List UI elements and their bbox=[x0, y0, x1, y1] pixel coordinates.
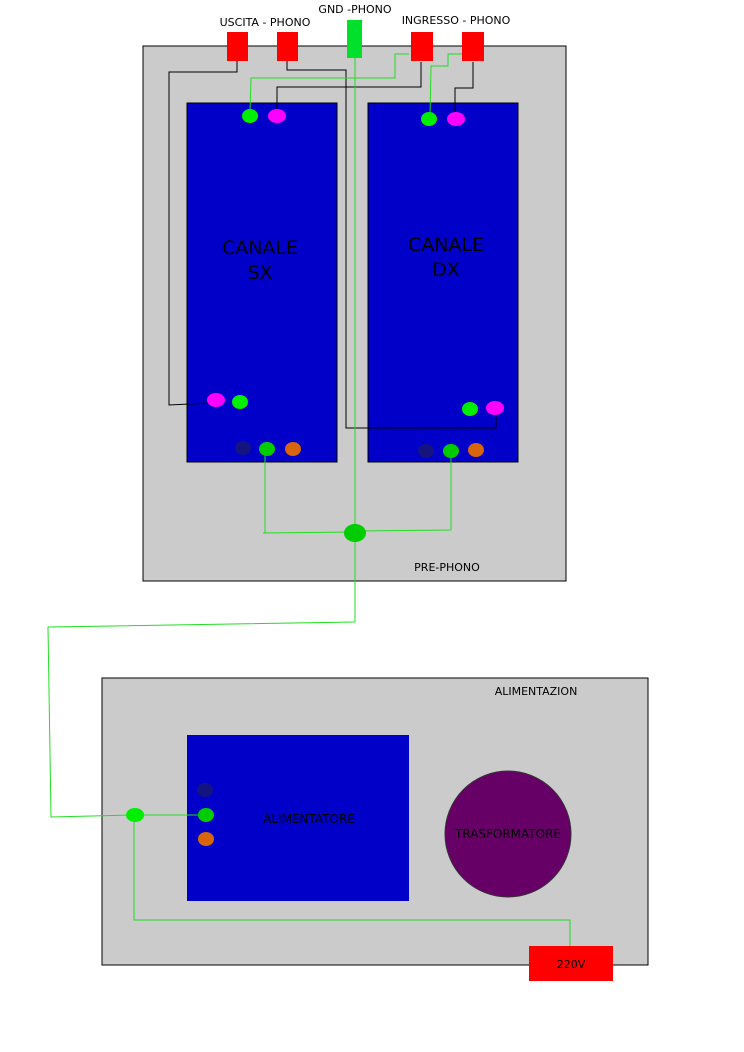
wire-ingresso-left bbox=[276, 62, 422, 116]
sx-output-gnd-pin bbox=[232, 395, 248, 409]
uscita-jack-right bbox=[277, 32, 298, 61]
ground-star-node bbox=[344, 524, 366, 542]
sx-output-signal-pin bbox=[207, 393, 225, 407]
wire-uscita-right bbox=[286, 61, 497, 429]
canale-dx-label-line2: DX bbox=[432, 259, 460, 281]
dx-power-neg-pin bbox=[418, 444, 434, 458]
mains-220v-label: 220V bbox=[557, 958, 586, 971]
wire-gnd-vertical bbox=[47, 55, 571, 952]
wire-gnd-in-left bbox=[249, 53, 409, 113]
dx-output-gnd-pin bbox=[462, 402, 478, 416]
pre-phono-label: PRE-PHONO bbox=[414, 561, 480, 574]
trasformatore-label: TRASFORMATORE bbox=[454, 827, 561, 841]
alim-ground-node bbox=[126, 808, 144, 822]
dx-input-signal-pin bbox=[447, 112, 465, 126]
alim-neg-pin bbox=[197, 783, 213, 797]
dx-input-gnd-pin bbox=[421, 112, 437, 126]
sx-input-signal-pin bbox=[268, 109, 286, 123]
mains-220v-box bbox=[529, 946, 613, 981]
dx-output-signal-pin bbox=[486, 401, 504, 415]
wire-gnd-dx-board bbox=[354, 452, 452, 532]
uscita-phono-label: USCITA - PHONO bbox=[220, 16, 311, 29]
canale-sx-label-line1: CANALE bbox=[222, 237, 298, 259]
wire-gnd-in-right bbox=[429, 53, 462, 118]
ingresso-jack-right bbox=[462, 32, 484, 61]
ingresso-phono-label: INGRESSO - PHONO bbox=[402, 14, 511, 27]
gnd-phono-label: GND -PHONO bbox=[318, 3, 391, 16]
alim-pos-pin bbox=[198, 832, 214, 846]
dx-power-pos-pin bbox=[468, 443, 484, 457]
ingresso-jack-left bbox=[411, 32, 433, 61]
uscita-jack-left bbox=[227, 32, 248, 61]
wire-gnd-bus bbox=[262, 531, 356, 534]
sx-power-gnd-pin bbox=[259, 442, 275, 456]
alimentazion-label: ALIMENTAZION bbox=[495, 685, 578, 698]
alimentatore-label: ALIMENTATORE bbox=[263, 812, 355, 826]
sx-input-gnd-pin bbox=[242, 109, 258, 123]
gnd-terminal bbox=[347, 20, 362, 58]
alimentatore-board bbox=[187, 735, 409, 901]
canale-dx-label-line1: CANALE bbox=[408, 234, 484, 256]
wire-ingresso-right bbox=[454, 62, 474, 118]
dx-power-gnd-pin bbox=[443, 444, 459, 458]
trasformatore-circle bbox=[444, 770, 572, 898]
sx-power-pos-pin bbox=[285, 442, 301, 456]
canale-sx-label-line2: SX bbox=[247, 262, 272, 284]
alim-gnd-pin bbox=[198, 808, 214, 822]
wire-uscita-left bbox=[168, 61, 238, 406]
sx-power-neg-pin bbox=[235, 441, 251, 455]
